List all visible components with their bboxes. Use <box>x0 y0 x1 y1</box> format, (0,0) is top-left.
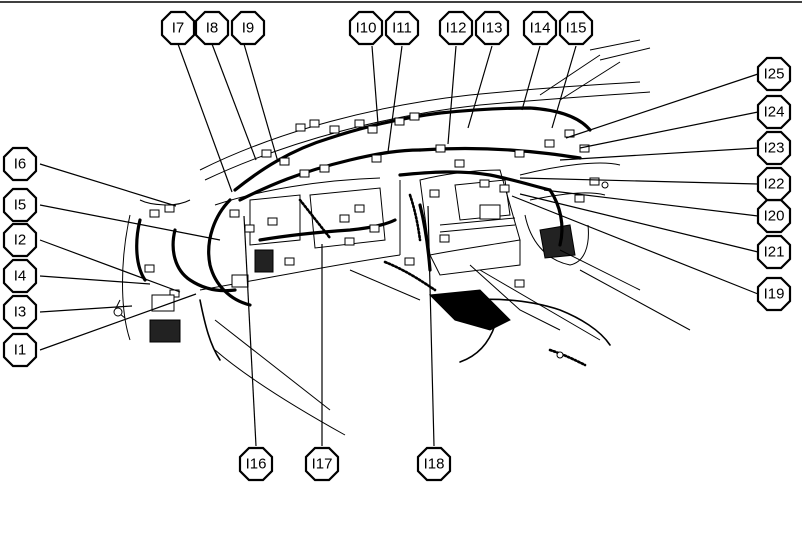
label-i14: I14 <box>522 10 558 46</box>
label-i19: I19 <box>756 276 792 312</box>
label-i4-text: I4 <box>14 268 27 285</box>
label-i8: I8 <box>194 10 230 46</box>
label-i1-text: I1 <box>14 342 27 359</box>
label-i23-text: I23 <box>764 140 785 157</box>
label-i1: I1 <box>2 332 38 368</box>
label-i2-text: I2 <box>14 232 27 249</box>
label-i2: I2 <box>2 222 38 258</box>
label-i14-text: I14 <box>530 20 551 37</box>
dashboard-illustration <box>113 39 691 436</box>
label-i6-text: I6 <box>14 156 27 173</box>
label-i18: I18 <box>416 446 452 482</box>
label-i24-text: I24 <box>764 104 785 121</box>
label-i22: I22 <box>756 166 792 202</box>
label-i21: I21 <box>756 234 792 270</box>
label-i12: I12 <box>438 10 474 46</box>
label-i13-text: I13 <box>482 20 503 37</box>
label-i19-text: I19 <box>764 286 785 303</box>
label-i10-text: I10 <box>356 20 377 37</box>
label-i7-text: I7 <box>172 20 185 37</box>
label-i8-text: I8 <box>206 20 219 37</box>
label-i3-text: I3 <box>14 304 27 321</box>
label-i22-text: I22 <box>764 176 785 193</box>
label-i9-text: I9 <box>242 20 255 37</box>
label-i20: I20 <box>756 198 792 234</box>
label-i11: I11 <box>384 10 420 46</box>
label-i24: I24 <box>756 94 792 130</box>
leader-lines <box>39 43 759 447</box>
label-i17: I17 <box>304 446 340 482</box>
label-i5: I5 <box>2 187 38 223</box>
label-i5-text: I5 <box>14 197 27 214</box>
label-i15: I15 <box>558 10 594 46</box>
label-i15-text: I15 <box>566 20 587 37</box>
label-i12-text: I12 <box>446 20 467 37</box>
label-i16-text: I16 <box>246 456 267 473</box>
label-i11-text: I11 <box>392 20 412 37</box>
label-i3: I3 <box>2 294 38 330</box>
label-i9: I9 <box>230 10 266 46</box>
label-i21-text: I21 <box>764 244 785 261</box>
label-i18-text: I18 <box>424 456 445 473</box>
label-i25-text: I25 <box>764 66 785 83</box>
label-i10: I10 <box>348 10 384 46</box>
label-i13: I13 <box>474 10 510 46</box>
label-i23: I23 <box>756 130 792 166</box>
label-i7: I7 <box>160 10 196 46</box>
label-i20-text: I20 <box>764 208 785 225</box>
label-i25: I25 <box>756 56 792 92</box>
label-i6: I6 <box>2 146 38 182</box>
label-i17-text: I17 <box>312 456 333 473</box>
label-i4: I4 <box>2 258 38 294</box>
label-i16: I16 <box>238 446 274 482</box>
